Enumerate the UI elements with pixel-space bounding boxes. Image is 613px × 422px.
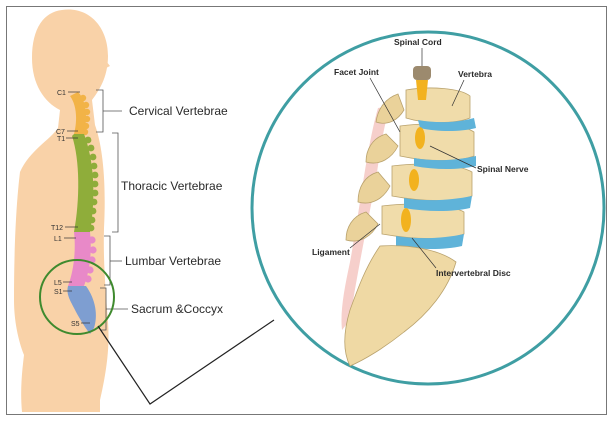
label-ligament: Ligament xyxy=(312,247,350,257)
connector-line xyxy=(97,319,275,405)
label-facet-joint: Facet Joint xyxy=(334,67,379,77)
label-sacrum-coccyx: Sacrum &Coccyx xyxy=(131,302,223,316)
level-s1: S1 xyxy=(54,289,63,296)
level-c7: C7 xyxy=(56,129,65,136)
level-c1: C1 xyxy=(57,90,66,97)
label-intervertebral-disc: Intervertebral Disc xyxy=(436,268,511,278)
level-l5: L5 xyxy=(54,280,62,287)
label-spinal-nerve: Spinal Nerve xyxy=(477,164,529,174)
sacrum-bone xyxy=(344,245,457,367)
label-thoracic-vertebrae: Thoracic Vertebrae xyxy=(121,179,223,193)
detail-view: Spinal Cord Facet Joint Vertebra Spinal … xyxy=(250,30,606,386)
label-lumbar-vertebrae: Lumbar Vertebrae xyxy=(125,254,221,268)
label-vertebra: Vertebra xyxy=(458,69,492,79)
level-l1: L1 xyxy=(54,236,62,243)
highlight-circle xyxy=(39,259,115,335)
sacrum-segment xyxy=(67,286,96,334)
spinal-cord xyxy=(413,66,431,80)
label-spinal-cord: Spinal Cord xyxy=(394,37,442,47)
vertebra-level-labels: C1 C7 T1 T12 L1 L5 S1 S5 xyxy=(51,90,90,328)
spine xyxy=(67,92,99,334)
level-t12: T12 xyxy=(51,225,63,232)
level-t1: T1 xyxy=(57,136,65,143)
region-brackets xyxy=(96,89,128,331)
lumbar-segment xyxy=(68,232,91,286)
thoracic-segment xyxy=(72,134,94,232)
cervical-segment xyxy=(70,92,86,134)
nose xyxy=(102,56,110,70)
level-s5: S5 xyxy=(71,321,80,328)
label-cervical-vertebrae: Cervical Vertebrae xyxy=(129,104,228,118)
